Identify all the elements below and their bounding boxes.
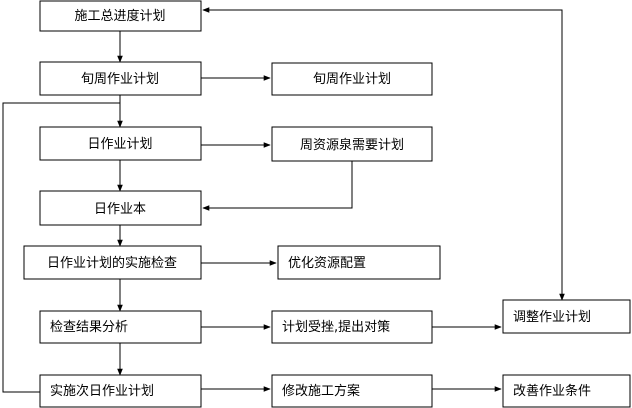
- edge-adjust-feedback-to-overall: [202, 7, 565, 301]
- node-ten-day-plan-left: 旬周作业计划: [39, 61, 202, 96]
- node-label: 旬周作业计划: [313, 72, 391, 87]
- edge-resource-plan-to-daily-book: [202, 161, 353, 211]
- node-label: 计划受挫,提出对策: [282, 319, 390, 335]
- node-label: 优化资源配置: [288, 256, 366, 271]
- node-label: 日作业本: [94, 202, 146, 217]
- node-label: 旬周作业计划: [81, 72, 159, 87]
- node-result-analysis: 检查结果分析: [39, 310, 202, 344]
- connectors: [2, 7, 565, 393]
- node-label: 实施次日作业计划: [50, 383, 154, 399]
- node-label: 修改施工方案: [282, 383, 360, 399]
- node-ten-day-plan-right: 旬周作业计划: [271, 62, 433, 96]
- node-label: 调整作业计划: [513, 310, 591, 325]
- node-adjust-plan: 调整作业计划: [502, 299, 631, 334]
- node-label: 日作业计划: [87, 137, 152, 152]
- edge-next-day-loop-to-ten-day: [2, 102, 120, 393]
- node-next-day-plan: 实施次日作业计划: [39, 374, 202, 408]
- node-daily-check: 日作业计划的实施检查: [23, 245, 202, 280]
- node-overall-plan: 施工总进度计划: [39, 0, 202, 32]
- node-daily-book: 日作业本: [39, 190, 202, 226]
- node-modify-scheme: 修改施工方案: [271, 374, 433, 408]
- node-daily-plan: 日作业计划: [39, 126, 202, 161]
- node-label: 日作业计划的实施检查: [47, 255, 177, 271]
- node-optimize-resources: 优化资源配置: [277, 245, 441, 280]
- node-improve-conditions: 改善作业条件: [502, 374, 631, 408]
- node-label: 检查结果分析: [50, 320, 128, 335]
- node-label: 改善作业条件: [513, 383, 591, 399]
- node-label: 周资源泉需要计划: [300, 137, 404, 153]
- node-label: 施工总进度计划: [74, 8, 165, 24]
- node-weekly-resource-plan: 周资源泉需要计划: [271, 126, 433, 162]
- node-countermeasure: 计划受挫,提出对策: [271, 310, 433, 344]
